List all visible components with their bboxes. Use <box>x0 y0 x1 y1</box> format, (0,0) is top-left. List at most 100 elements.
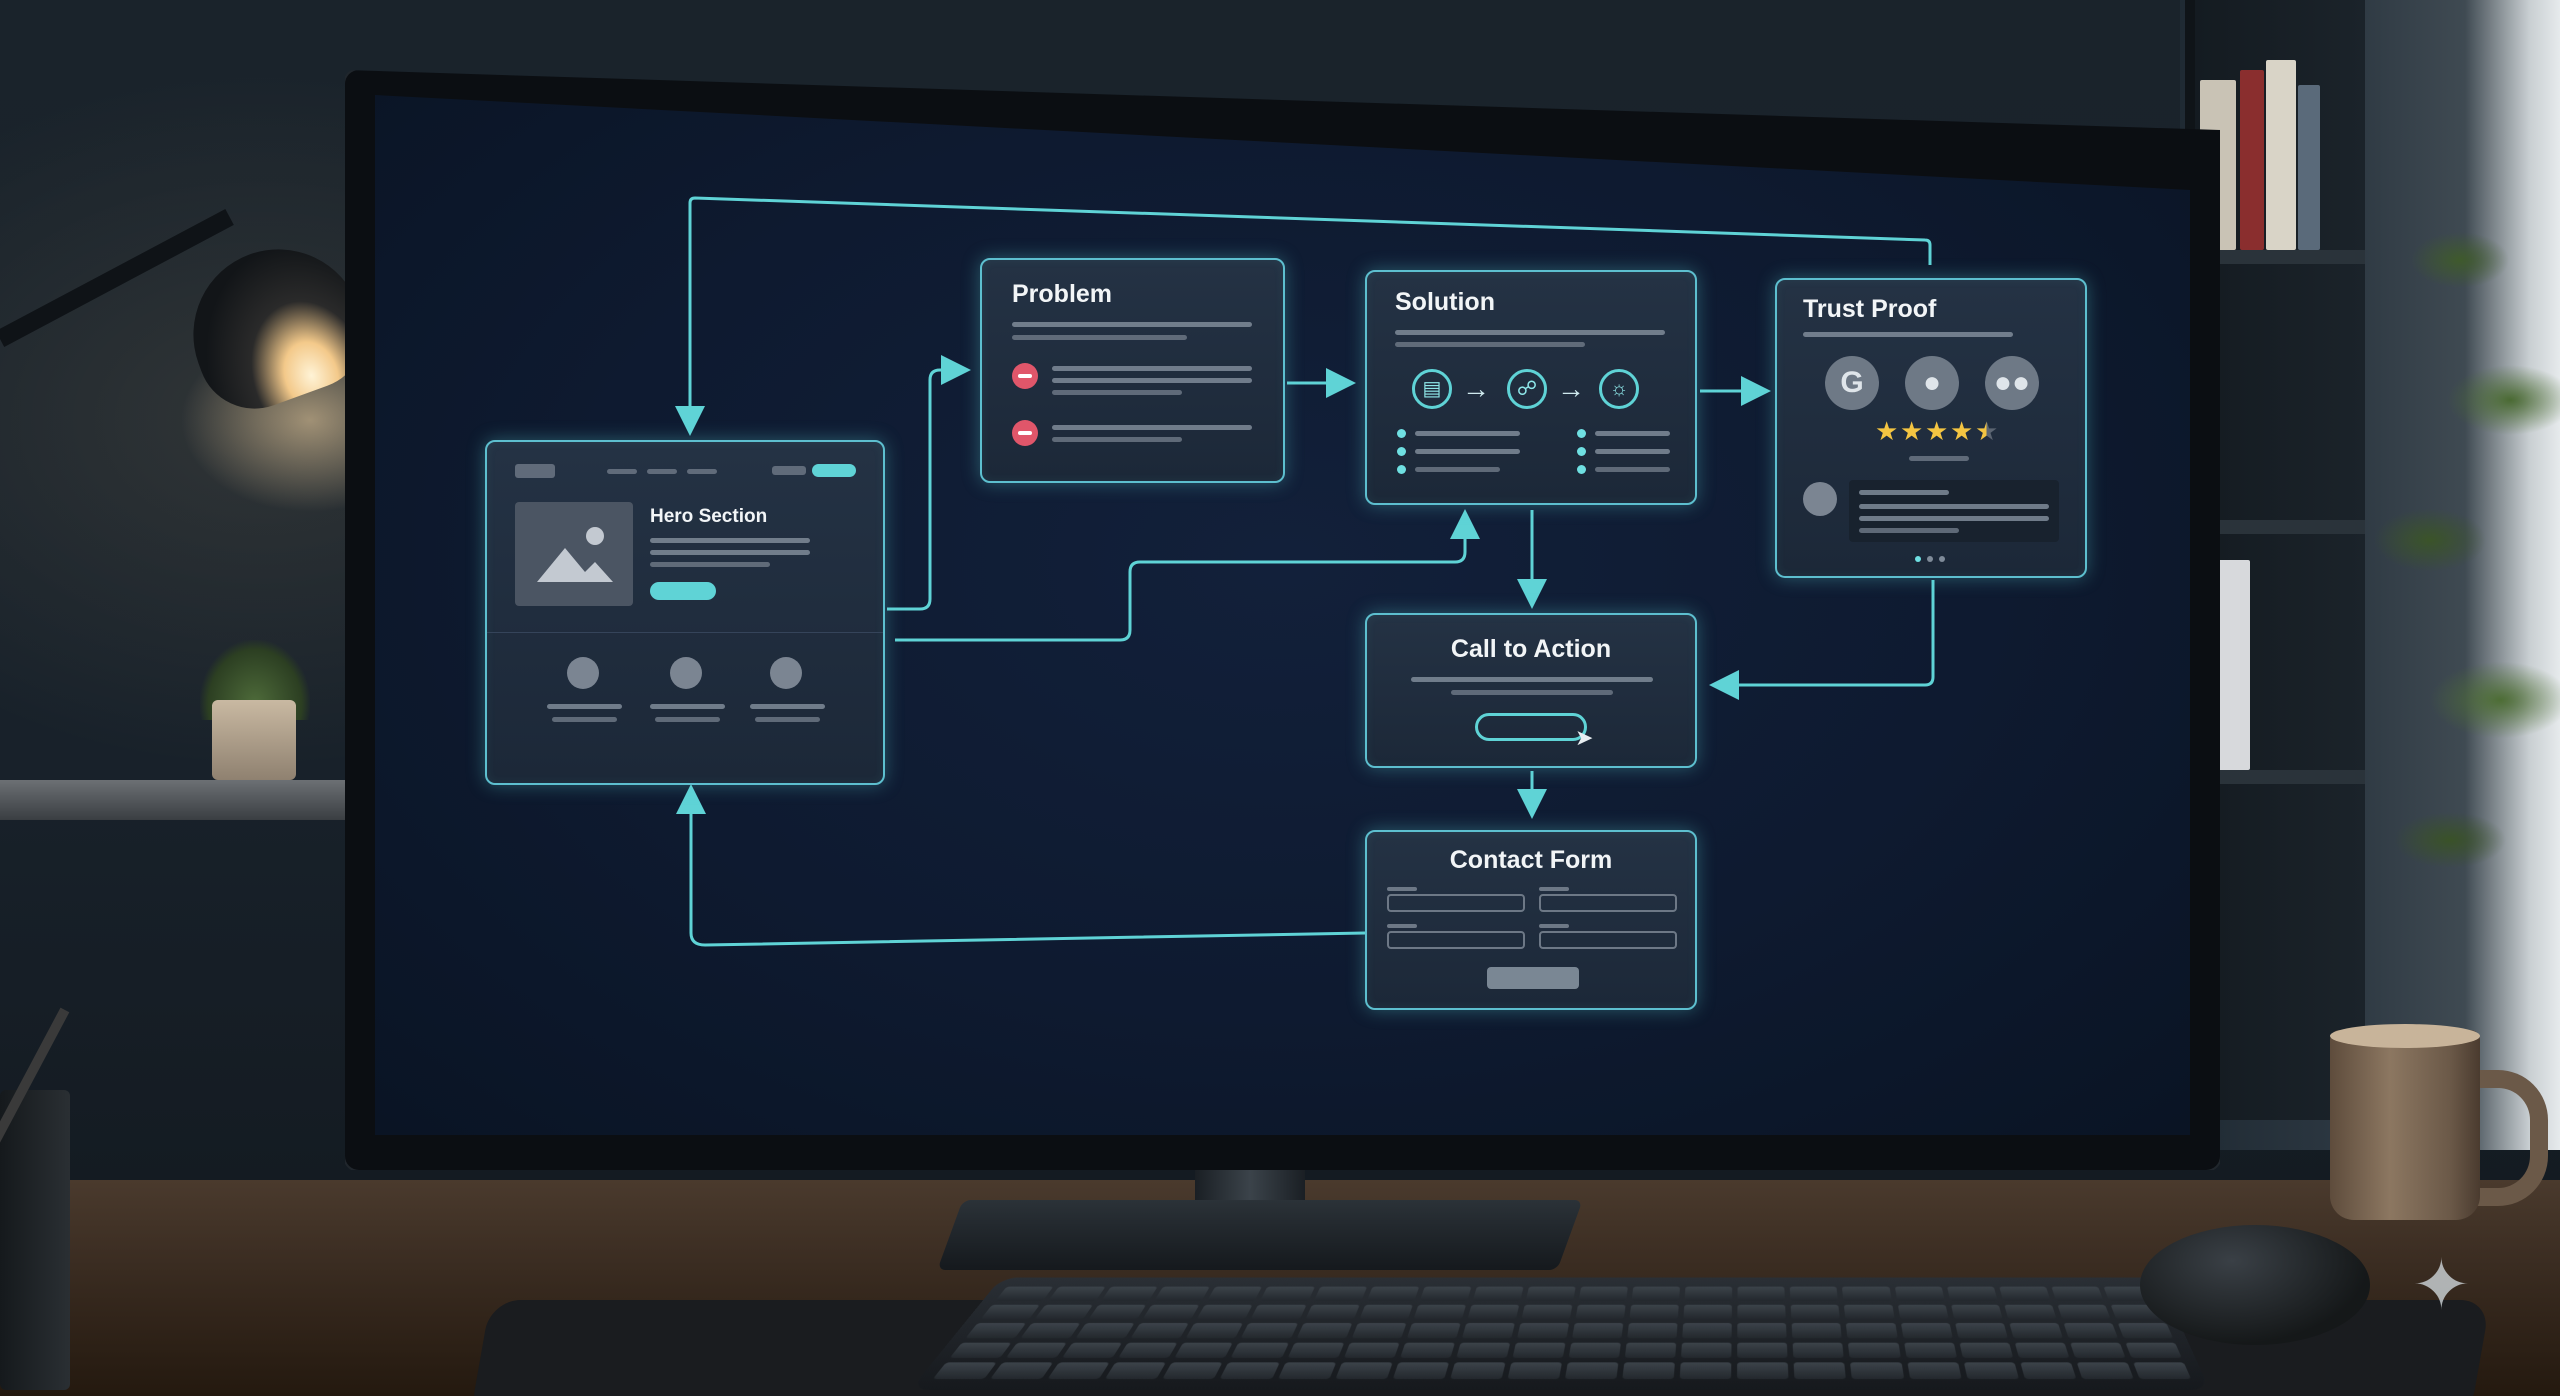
carousel-dot-active[interactable] <box>1915 556 1921 562</box>
nav-link-placeholder <box>687 469 717 474</box>
text-placeholder <box>1595 467 1670 472</box>
keyboard-key <box>1075 1323 1135 1339</box>
star-full-icon: ★ <box>1925 416 1949 446</box>
text-placeholder <box>650 562 770 567</box>
star-full-icon: ★ <box>1875 416 1899 446</box>
mouse <box>2140 1225 2370 1345</box>
nav-button-placeholder <box>772 466 806 475</box>
keyboard-key <box>1624 1342 1677 1359</box>
keyboard-key <box>990 1362 1054 1380</box>
rating-stars: ★★★★★ <box>1875 418 2005 446</box>
form-field[interactable] <box>1387 894 1525 912</box>
keyboard-key <box>2057 1304 2111 1320</box>
text-placeholder <box>1052 390 1182 395</box>
keyboard-key <box>1287 1342 1345 1359</box>
users-icon: ●● <box>1985 356 2039 410</box>
node-trust-proof[interactable]: Trust Proof G ● ●● ★★★★★ <box>1775 278 2087 578</box>
text-placeholder <box>1595 449 1670 454</box>
keyboard-key <box>1130 1323 1190 1339</box>
text-placeholder <box>650 704 725 709</box>
bullet-dot <box>1577 447 1586 456</box>
keyboard-key <box>1105 1362 1167 1380</box>
node-call-to-action[interactable]: Call to Action ➤ <box>1365 613 1697 768</box>
text-placeholder <box>655 717 720 722</box>
keyboard-key <box>1455 1342 1511 1359</box>
keyboard-key <box>2003 1304 2057 1320</box>
text-placeholder <box>1395 342 1585 347</box>
cta-button-placeholder[interactable] <box>1475 713 1587 741</box>
text-placeholder <box>1803 332 2013 337</box>
text-placeholder <box>650 538 810 543</box>
keyboard-key <box>1359 1304 1413 1320</box>
keyboard-key <box>2009 1323 2063 1339</box>
node-title: Solution <box>1395 288 1495 316</box>
keyboard-key <box>1034 1304 1094 1320</box>
bullet-dot <box>1577 429 1586 438</box>
text-placeholder <box>1415 431 1520 436</box>
field-label-placeholder <box>1387 924 1417 928</box>
minus-circle-icon <box>1012 420 1038 446</box>
text-placeholder <box>1859 516 2049 521</box>
keyboard-key <box>1413 1304 1467 1320</box>
mug-rim <box>2330 1024 2480 1048</box>
monitor-screen: Hero Section Problem <box>375 95 2190 1135</box>
cursor-icon: ➤ <box>1575 725 1594 750</box>
text-placeholder <box>1859 504 2049 509</box>
keyboard-key <box>2125 1342 2182 1359</box>
node-problem[interactable]: Problem <box>980 258 1285 483</box>
edge-contact-to-hero <box>676 784 1366 947</box>
keyboard-key <box>1220 1362 1280 1380</box>
carousel-dot[interactable] <box>1927 556 1933 562</box>
keyboard-key <box>1472 1286 1524 1301</box>
keyboard-key <box>1572 1323 1624 1339</box>
text-placeholder <box>1859 490 1949 495</box>
pen-holder <box>0 1090 70 1390</box>
keyboard-key <box>1737 1304 1787 1320</box>
keyboard-key <box>1954 1323 2008 1339</box>
plant-pot <box>212 700 296 780</box>
keyboard-key <box>1406 1323 1461 1339</box>
star-full-icon: ★ <box>1900 416 1924 446</box>
form-field[interactable] <box>1539 931 1677 949</box>
keyboard-key <box>949 1342 1012 1359</box>
form-field[interactable] <box>1387 931 1525 949</box>
keyboard-key <box>1061 1342 1123 1359</box>
node-solution[interactable]: Solution ▤ → ☍ → ☼ <box>1365 270 1697 505</box>
form-field[interactable] <box>1539 894 1677 912</box>
node-contact-form[interactable]: Contact Form <box>1365 830 1697 1010</box>
keyboard-key <box>1047 1362 1110 1380</box>
bullet-dot <box>1577 465 1586 474</box>
keyboard-key <box>2063 1323 2118 1339</box>
submit-button-placeholder[interactable] <box>1487 967 1579 989</box>
hero-button-placeholder <box>650 582 716 600</box>
keyboard-key <box>1277 1362 1336 1380</box>
node-title: Contact Form <box>1449 846 1613 874</box>
text-placeholder <box>1415 449 1520 454</box>
keyboard-key <box>1679 1362 1732 1380</box>
keyboard-key <box>2117 1323 2174 1339</box>
keyboard-key <box>1525 1286 1576 1301</box>
book <box>2266 60 2296 250</box>
keyboard-key <box>1790 1286 1839 1301</box>
nav-link-placeholder <box>607 469 637 474</box>
keyboard-key <box>1946 1286 1998 1301</box>
bullet-dot <box>1397 447 1406 456</box>
keyboard-key <box>1521 1304 1573 1320</box>
carousel-dot[interactable] <box>1939 556 1945 562</box>
keyboard-key <box>1020 1323 1081 1339</box>
keyboard-key <box>1790 1304 1841 1320</box>
logo-placeholder <box>515 464 555 478</box>
edge-trust-to-hero <box>675 196 1932 436</box>
node-hero-section[interactable]: Hero Section <box>485 440 885 785</box>
keyboard-key <box>1118 1342 1178 1359</box>
keyboard-key <box>1313 1286 1367 1301</box>
image-placeholder-icon <box>515 502 633 606</box>
text-placeholder <box>755 717 820 722</box>
keyboard-key <box>1449 1362 1506 1380</box>
text-placeholder <box>1859 528 1959 533</box>
google-icon: G <box>1825 356 1879 410</box>
text-placeholder <box>650 550 810 555</box>
keyboard-key <box>1959 1342 2014 1359</box>
keyboard-key <box>1351 1323 1407 1339</box>
